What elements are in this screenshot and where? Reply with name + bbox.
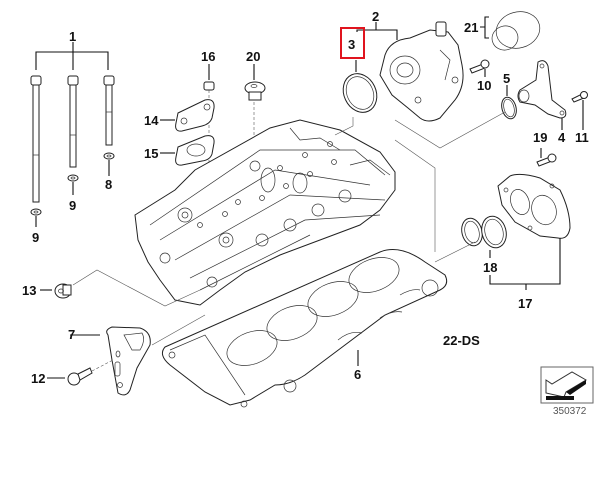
part-19-bolt[interactable] — [536, 153, 557, 167]
callout-9b[interactable]: 9 — [69, 198, 77, 213]
part-13-plug[interactable] — [54, 283, 72, 299]
cylinder-head — [134, 119, 396, 306]
callout-1[interactable]: 1 — [69, 29, 77, 44]
part-17-cover[interactable] — [497, 173, 571, 239]
callout-13[interactable]: 13 — [22, 283, 37, 298]
callout-2[interactable]: 2 — [372, 9, 380, 24]
part-14-cover-plate[interactable] — [175, 99, 215, 132]
callout-17[interactable]: 17 — [518, 296, 533, 311]
callout-12[interactable]: 12 — [31, 371, 46, 386]
arrow-direction-icon — [540, 366, 594, 404]
highlighted-callout-box — [340, 27, 365, 59]
part-5-o-ring[interactable] — [499, 96, 518, 121]
callout-4[interactable]: 4 — [558, 130, 566, 145]
part-3-o-ring[interactable] — [337, 68, 383, 118]
part-18-seals[interactable] — [459, 213, 510, 250]
part-6-head-gasket[interactable] — [161, 249, 448, 408]
part-11-bolt[interactable] — [571, 91, 588, 103]
part-12-bolt[interactable] — [67, 367, 93, 386]
callout-21[interactable]: 21 — [464, 20, 479, 35]
callout-9a[interactable]: 9 — [32, 230, 40, 245]
callout-19[interactable]: 19 — [533, 130, 548, 145]
part-15-gasket[interactable] — [175, 135, 215, 166]
part-10-bolt[interactable] — [469, 59, 490, 74]
section-code: 22-DS — [443, 333, 480, 348]
part-7-bracket[interactable] — [106, 326, 151, 396]
callout-18[interactable]: 18 — [483, 260, 498, 275]
washer-8[interactable] — [103, 152, 115, 160]
part-2-vacuum-pump[interactable] — [379, 21, 464, 122]
callout-20[interactable]: 20 — [246, 49, 261, 64]
callout-16[interactable]: 16 — [201, 49, 216, 64]
reference-number: 350372 — [553, 406, 587, 417]
callout-7[interactable]: 7 — [68, 327, 76, 342]
part-20-plug[interactable] — [244, 81, 266, 101]
callout-5[interactable]: 5 — [503, 71, 511, 86]
part-21-seal-rings[interactable] — [489, 7, 544, 53]
washer-9a[interactable] — [30, 208, 42, 216]
callout-15[interactable]: 15 — [144, 146, 159, 161]
head-bolts[interactable] — [30, 42, 115, 203]
callout-3[interactable]: 3 — [348, 37, 356, 52]
callout-11[interactable]: 11 — [575, 130, 589, 145]
callout-14[interactable]: 14 — [144, 113, 159, 128]
part-4-housing[interactable] — [517, 60, 567, 119]
callout-10[interactable]: 10 — [477, 78, 492, 93]
washer-9b[interactable] — [67, 174, 79, 182]
callout-6[interactable]: 6 — [354, 367, 362, 382]
callout-8[interactable]: 8 — [105, 177, 113, 192]
part-16-nut[interactable] — [203, 81, 215, 91]
